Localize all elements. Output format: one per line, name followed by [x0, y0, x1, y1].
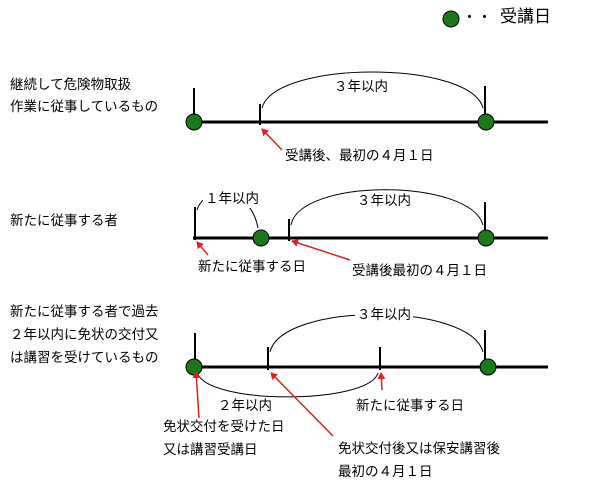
- row-3-label-line-1: 新たに従事する者で過去: [10, 304, 159, 320]
- row-2-short-interval-label: １年以内: [203, 190, 261, 208]
- legend-dots: ・・: [462, 8, 493, 26]
- row-2-arrow-right: [291, 239, 351, 261]
- row-3-timeline: [185, 314, 548, 437]
- row-1-arrow: [261, 128, 283, 151]
- row-2-annotation-right: 受講後最初の４月１日: [352, 263, 487, 279]
- row-3-end-dot: [479, 358, 497, 376]
- legend-text: 受講日: [500, 7, 551, 27]
- row-3-label-line-3: は講習を受けているもの: [10, 350, 159, 366]
- row-1-label-line-2: 作業に従事しているもの: [10, 99, 159, 115]
- row-1-start-dot: [185, 113, 203, 131]
- row-3-arrow-mid: [377, 372, 386, 391]
- row-2-interval-arc: [290, 189, 484, 226]
- row-3-short-interval-label: ２年以内: [216, 397, 274, 415]
- row-3-annotation-right-line-1: 免状交付後又は保安講習後: [338, 441, 500, 457]
- row-2-arrow-left: [196, 241, 209, 256]
- row-3-interval-label: ３年以内: [355, 306, 413, 324]
- row-1-interval-label: ３年以内: [332, 78, 390, 96]
- row-2-timeline: [193, 189, 548, 261]
- row-3-annotation-left-line-1: 免状交付を受けた日: [163, 419, 285, 435]
- row-1-end-dot: [477, 113, 495, 131]
- row-3-arrow-left: [192, 371, 201, 419]
- row-1-annotation: 受講後、最初の４月１日: [285, 148, 434, 164]
- row-3-annotation-left-line-2: 又は講習受講日: [163, 442, 258, 458]
- row-2-end-dot: [477, 229, 495, 247]
- row-3-annotation-right-line-2: 最初の４月１日: [338, 464, 433, 480]
- legend-dot-icon: [442, 10, 460, 28]
- row-1-label-line-1: 継続して危険物取扱: [10, 77, 132, 93]
- row-3-start-dot: [185, 358, 203, 376]
- row-3-annotation-mid: 新たに従事する日: [356, 398, 464, 414]
- row-3-label-line-2: ２年以内に免状の交付又: [10, 327, 159, 343]
- row-1-interval-arc: [261, 71, 484, 109]
- row-2-label: 新たに従事する者: [10, 213, 118, 229]
- row-2-annotation-left: 新たに従事する日: [198, 259, 306, 275]
- row-1-timeline: [185, 71, 548, 151]
- row-2-interval-label: ３年以内: [355, 192, 413, 210]
- row-3-short-arc: [196, 371, 379, 398]
- row-2-course-dot: [252, 229, 270, 247]
- row-3-arrow-right: [270, 372, 334, 437]
